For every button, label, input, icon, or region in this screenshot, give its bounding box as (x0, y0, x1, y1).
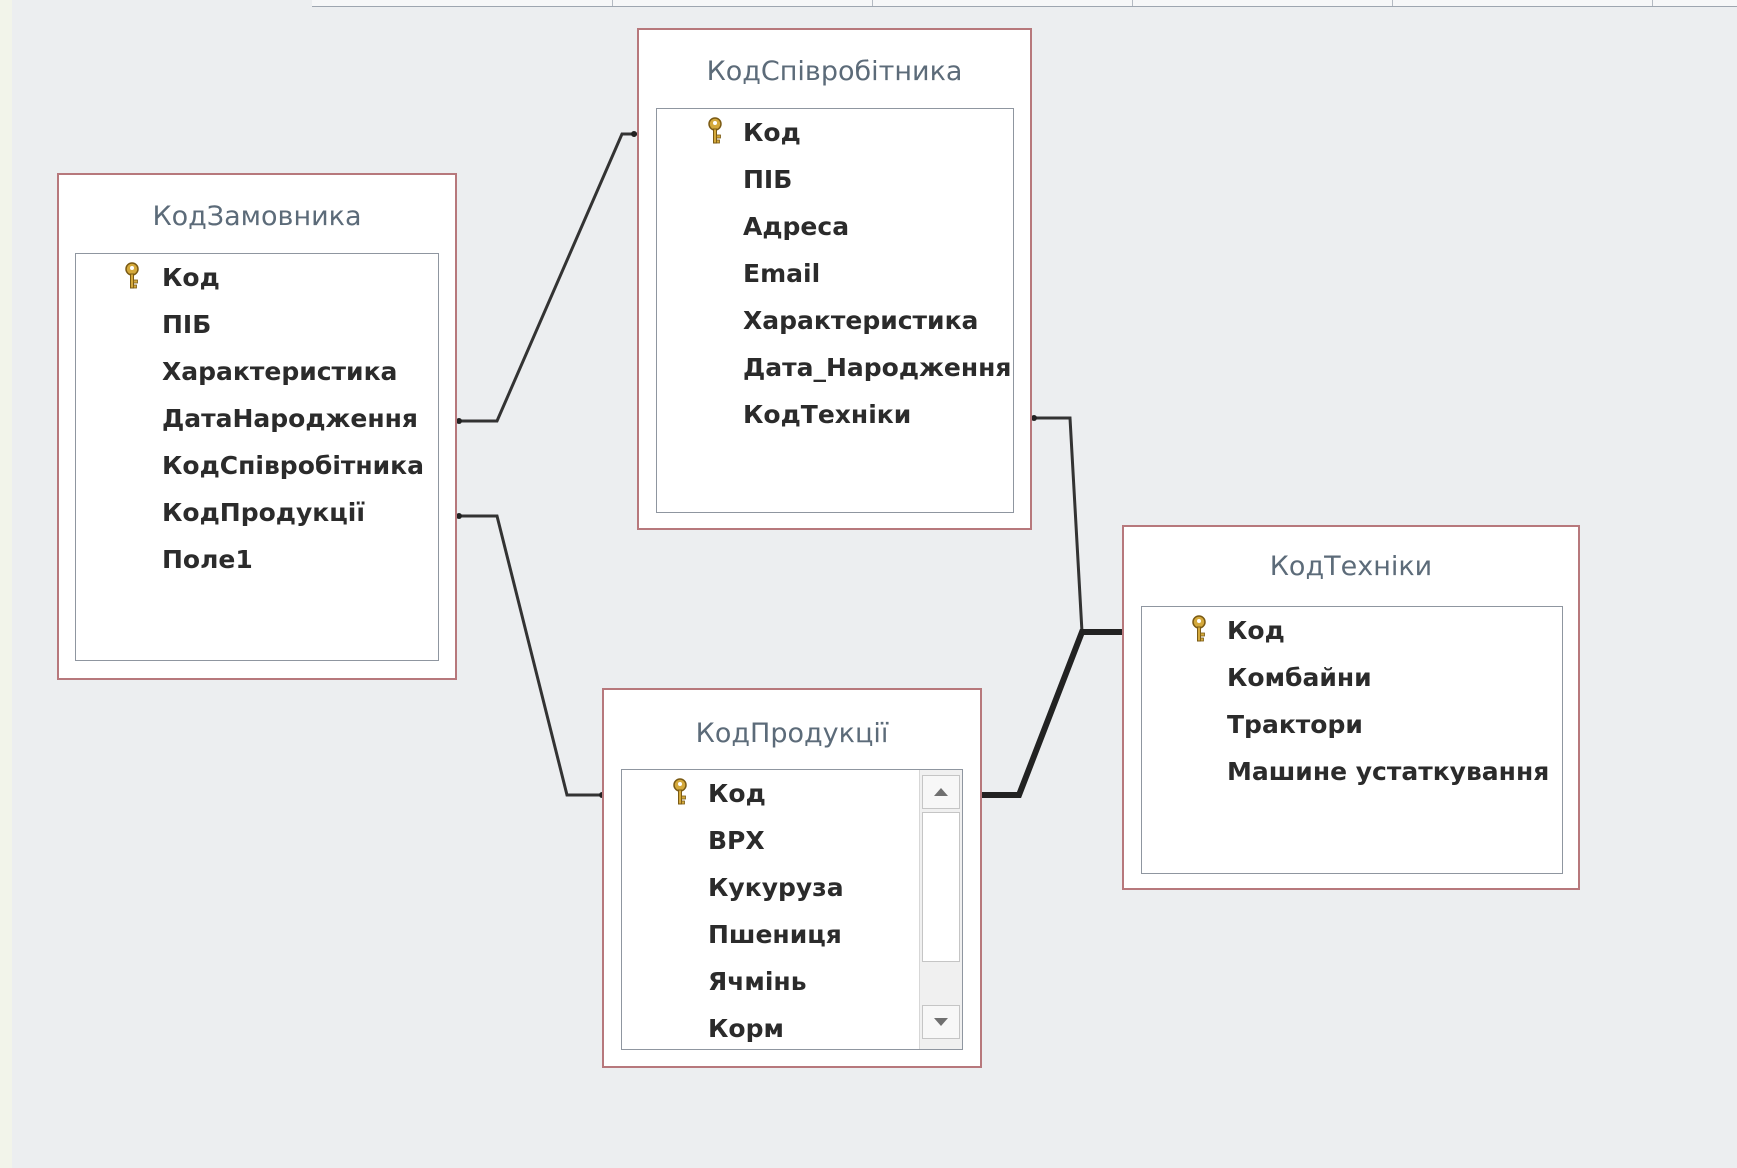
field-name: КодСпівробітника (162, 451, 425, 480)
link-employee-equipment[interactable] (1032, 416, 1084, 633)
field-list: Код ВРХ Кукуруза Пшениця Ячмінь Корм (621, 769, 963, 1050)
field-name: Код (162, 263, 220, 292)
field-name: ПІБ (162, 310, 212, 339)
table-equipment[interactable]: КодТехніки Код Комбайни Трактори Машине … (1122, 525, 1580, 890)
field-name: ПІБ (743, 165, 793, 194)
table-title[interactable]: КодСпівробітника (706, 56, 963, 87)
field-name: Характеристика (162, 357, 398, 386)
field-row-key[interactable]: Код (657, 109, 1013, 156)
scroll-down-button[interactable] (922, 1005, 960, 1039)
field-name: Поле1 (162, 545, 253, 574)
field-row-key[interactable]: Код (622, 770, 962, 817)
field-row[interactable]: Поле1 (76, 536, 438, 583)
scroll-up-button[interactable] (922, 775, 960, 809)
field-row[interactable]: Трактори (1142, 701, 1562, 748)
table-product[interactable]: КодПродукції Код ВРХ Кукуруза Пшениця Яч… (602, 688, 982, 1068)
field-name: Код (743, 118, 801, 147)
field-row[interactable]: Пшениця (622, 911, 962, 958)
field-row[interactable]: Характеристика (76, 348, 438, 395)
field-name: Корм (708, 1014, 784, 1043)
field-row[interactable]: Дата_Народження (657, 344, 1013, 391)
field-name: Код (708, 779, 766, 808)
field-name: Email (743, 259, 821, 288)
field-row[interactable]: Характеристика (657, 297, 1013, 344)
field-row[interactable]: Адреса (657, 203, 1013, 250)
table-employee[interactable]: КодСпівробітника Код ПІБ Адреса Email Ха… (637, 28, 1032, 530)
field-row[interactable]: КодСпівробітника (76, 442, 438, 489)
field-name: Машине устаткування (1227, 757, 1550, 786)
field-name: ВРХ (708, 826, 765, 855)
chevron-up-icon (934, 788, 948, 796)
chevron-down-icon (934, 1018, 948, 1026)
field-name: Дата_Народження (743, 353, 1012, 382)
field-row[interactable]: Машине устаткування (1142, 748, 1562, 795)
field-row[interactable]: КодТехніки (657, 391, 1013, 438)
field-row[interactable]: Кукуруза (622, 864, 962, 911)
field-row[interactable]: Корм (622, 1005, 962, 1049)
relationship-lines (456, 131, 1122, 798)
field-name: Трактори (1227, 710, 1363, 739)
field-row[interactable]: Комбайни (1142, 654, 1562, 701)
table-title[interactable]: КодПродукції (695, 718, 889, 749)
field-name: КодПродукції (162, 498, 365, 527)
field-name: Ячмінь (708, 967, 807, 996)
field-row[interactable]: КодПродукції (76, 489, 438, 536)
link-customer-employee[interactable] (457, 132, 637, 423)
field-list: Код ПІБ Характеристика ДатаНародження Ко… (75, 253, 439, 661)
field-name: КодТехніки (743, 400, 912, 429)
field-list: Код Комбайни Трактори Машине устаткуванн… (1141, 606, 1563, 874)
field-name: ДатаНародження (162, 404, 418, 433)
top-ruler-strip (312, 0, 1737, 7)
table-title[interactable]: КодТехніки (1269, 551, 1433, 582)
key-icon (673, 778, 687, 805)
field-row[interactable]: Ячмінь (622, 958, 962, 1005)
field-name: Комбайни (1227, 663, 1372, 692)
field-row[interactable]: Email (657, 250, 1013, 297)
link-customer-product[interactable] (457, 514, 604, 797)
field-row[interactable]: ВРХ (622, 817, 962, 864)
field-row-key[interactable]: Код (76, 254, 438, 301)
field-name: Кукуруза (708, 873, 844, 902)
field-row[interactable]: ДатаНародження (76, 395, 438, 442)
field-name: Адреса (743, 212, 850, 241)
field-name: Пшениця (708, 920, 842, 949)
field-row[interactable]: ПІБ (76, 301, 438, 348)
relationships-canvas: КодЗамовника Код ПІБ Характеристика Дата… (12, 0, 1737, 1168)
key-icon (708, 117, 722, 144)
field-name: Характеристика (743, 306, 979, 335)
table-title[interactable]: КодЗамовника (152, 201, 362, 232)
table-customer[interactable]: КодЗамовника Код ПІБ Характеристика Дата… (57, 173, 457, 680)
link-product-equipment[interactable] (982, 629, 1122, 798)
key-icon (125, 262, 139, 289)
vertical-scrollbar[interactable] (919, 770, 962, 1049)
field-name: Код (1227, 616, 1285, 645)
key-icon (1192, 615, 1206, 642)
field-row-key[interactable]: Код (1142, 607, 1562, 654)
scroll-thumb[interactable] (922, 812, 960, 962)
field-row[interactable]: ПІБ (657, 156, 1013, 203)
field-list: Код ПІБ Адреса Email Характеристика Дата… (656, 108, 1014, 513)
